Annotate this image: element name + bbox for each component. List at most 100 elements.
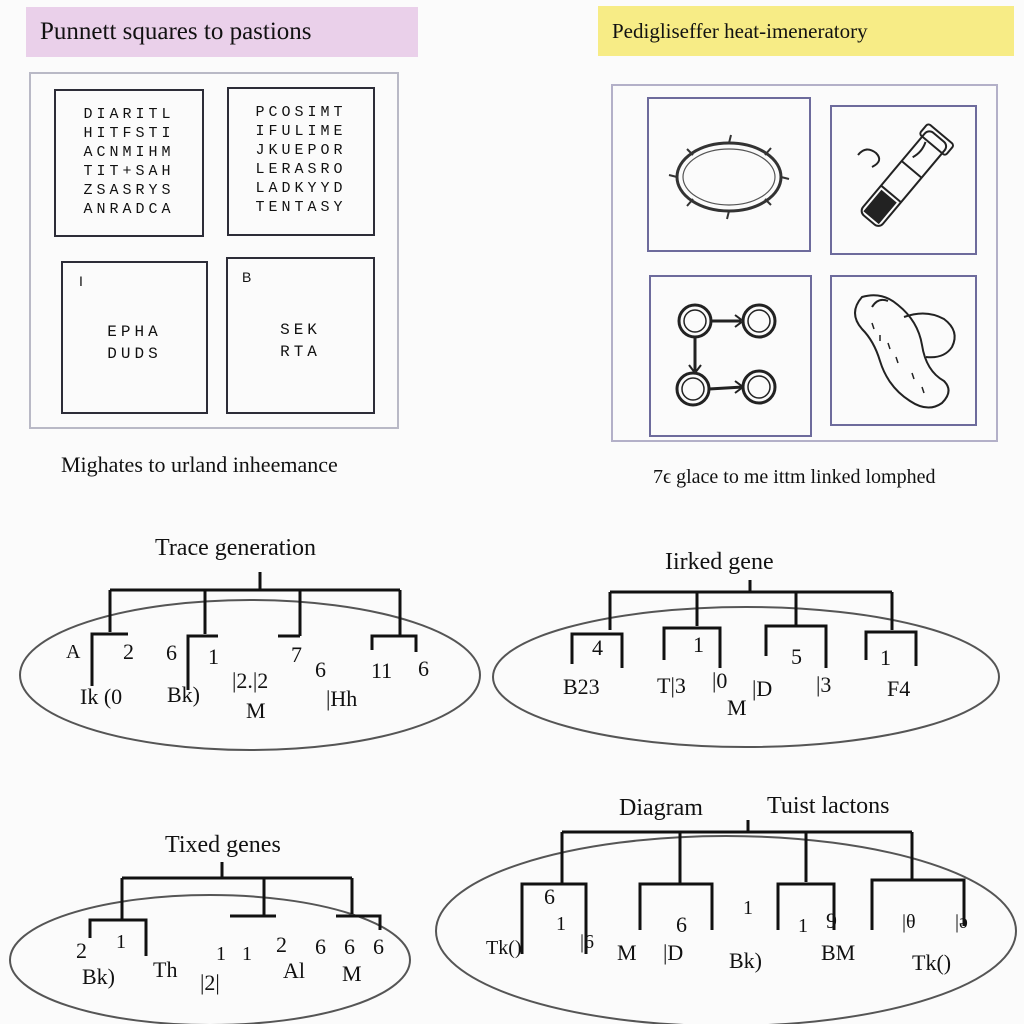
node-label: |2| [200,970,220,995]
punnett-grid-2: PCOSIMT IFULIME JKUEPOR LERASRO LADKYYD … [227,87,375,236]
node-label: 1 [116,931,126,953]
grid-row: TIT+SAH [83,163,175,180]
test-tube-icon [857,123,954,227]
node-label: |3 [816,672,832,697]
linked-circles-icon [675,303,777,407]
node-label: 1 [242,943,252,965]
tree-title-4b: Tuist lactons [767,793,890,819]
pedigree-panel [611,84,998,442]
tree-title-2: Iirked gene [665,549,774,575]
node-label: |6 [580,931,595,953]
node-label: 6 [344,934,355,959]
node-label: 11 [371,658,393,683]
grid-row: DIARITL [83,106,175,123]
pedigree-banner: Pedigliseffer heat-imeneratory [598,6,1014,56]
punnett-banner: Punnett squares to pastions [26,7,418,57]
node-label: Tk() [486,937,522,959]
node-label: Bk) [167,682,200,707]
node-label: BM [821,940,856,965]
node-label: Th [153,957,178,982]
grid-row: JKUEPOR [255,142,347,159]
caption-right: 7ϵ glace to me ittm linked lomphed [653,466,936,488]
node-label: M [342,961,362,986]
image-tile-4 [830,275,977,426]
node-label: 4 [592,635,603,660]
node-label: 7 [291,642,302,667]
node-label: B23 [563,674,600,699]
node-label: |D [663,940,684,965]
caption-left: Mighates to urland inheemance [61,452,338,477]
node-label: 1 [208,644,219,669]
node-label: |D [752,676,773,701]
node-label: 1 [556,913,566,935]
node-label: 5 [791,644,802,669]
node-label: 6 [676,912,687,937]
node-label: |Hh [326,686,358,711]
grid-row: HITFSTI [83,125,175,142]
grid-row: IFULIME [255,123,347,140]
tree-ellipse-4 [435,835,1017,1024]
punnett-small-1: I EPHA DUDS [61,261,208,414]
node-label: 1 [743,897,753,919]
node-label: 2 [276,932,287,957]
node-label: |0 [712,668,728,693]
tree-title-1: Trace generation [155,535,317,561]
tree-lines-2 [570,580,918,668]
node-label: 1 [216,943,226,965]
node-label: 1 [798,915,808,937]
node-label: Bk) [82,964,115,989]
tree-ellipse-3 [9,894,411,1024]
node-label: Ik (0 [80,684,123,709]
grid-corner-label: B [242,269,252,285]
node-label: 6 [373,934,384,959]
node-label: 1 [693,632,704,657]
node-label: M [246,698,266,723]
tree-ellipse-1 [19,599,481,751]
grid-row: ZSASRYS [83,182,175,199]
node-label: 6 [315,657,326,682]
grid-row: LADKYYD [255,180,347,197]
grid-row: RTA [280,343,321,361]
node-label: |2.|2 [232,668,269,693]
node-label: Bk) [729,948,762,973]
punnett-panel [29,72,399,429]
node-label: 6 [166,640,177,665]
barbed-ring-icon [668,134,790,220]
tree-lines-3 [88,862,382,956]
node-label: F4 [887,676,911,701]
tree-lines-4 [520,820,966,954]
tree-title-4a: Diagram [619,795,703,821]
node-label: M [617,940,637,965]
grid-row: PCOSIMT [255,104,347,121]
node-label: Al [283,958,305,983]
node-label: 9 [826,908,837,933]
grid-row: EPHA [107,323,162,341]
image-tile-1 [647,97,811,252]
node-label: M [727,695,747,720]
cell-cluster-icon [854,294,956,409]
tree-ellipse-2 [492,606,1000,748]
tree-title-3: Tixed genes [165,832,281,858]
image-tile-2 [830,105,977,255]
node-label: 2 [76,938,87,963]
node-label: |θ [902,911,916,933]
image-tile-3 [649,275,812,437]
node-label: 1 [880,645,891,670]
grid-row: LERASRO [255,161,347,178]
node-label: A [66,641,81,663]
punnett-grid-1: DIARITL HITFSTI ACNMIHM TIT+SAH ZSASRYS … [54,89,204,237]
node-label: |ə [955,911,968,933]
grid-row: DUDS [107,345,162,363]
grid-row: ACNMIHM [83,144,175,161]
node-label: 6 [315,934,326,959]
grid-row: SEK [280,321,321,339]
punnett-small-2: B SEK RTA [226,257,375,414]
tree-lines-1 [90,572,418,690]
grid-corner-label: I [79,273,83,289]
node-label: Tk() [912,950,952,975]
grid-row: TENTASY [255,199,347,216]
node-label: T|3 [657,673,686,698]
node-label: 6 [544,884,555,909]
grid-row: ANRADCA [83,201,175,218]
